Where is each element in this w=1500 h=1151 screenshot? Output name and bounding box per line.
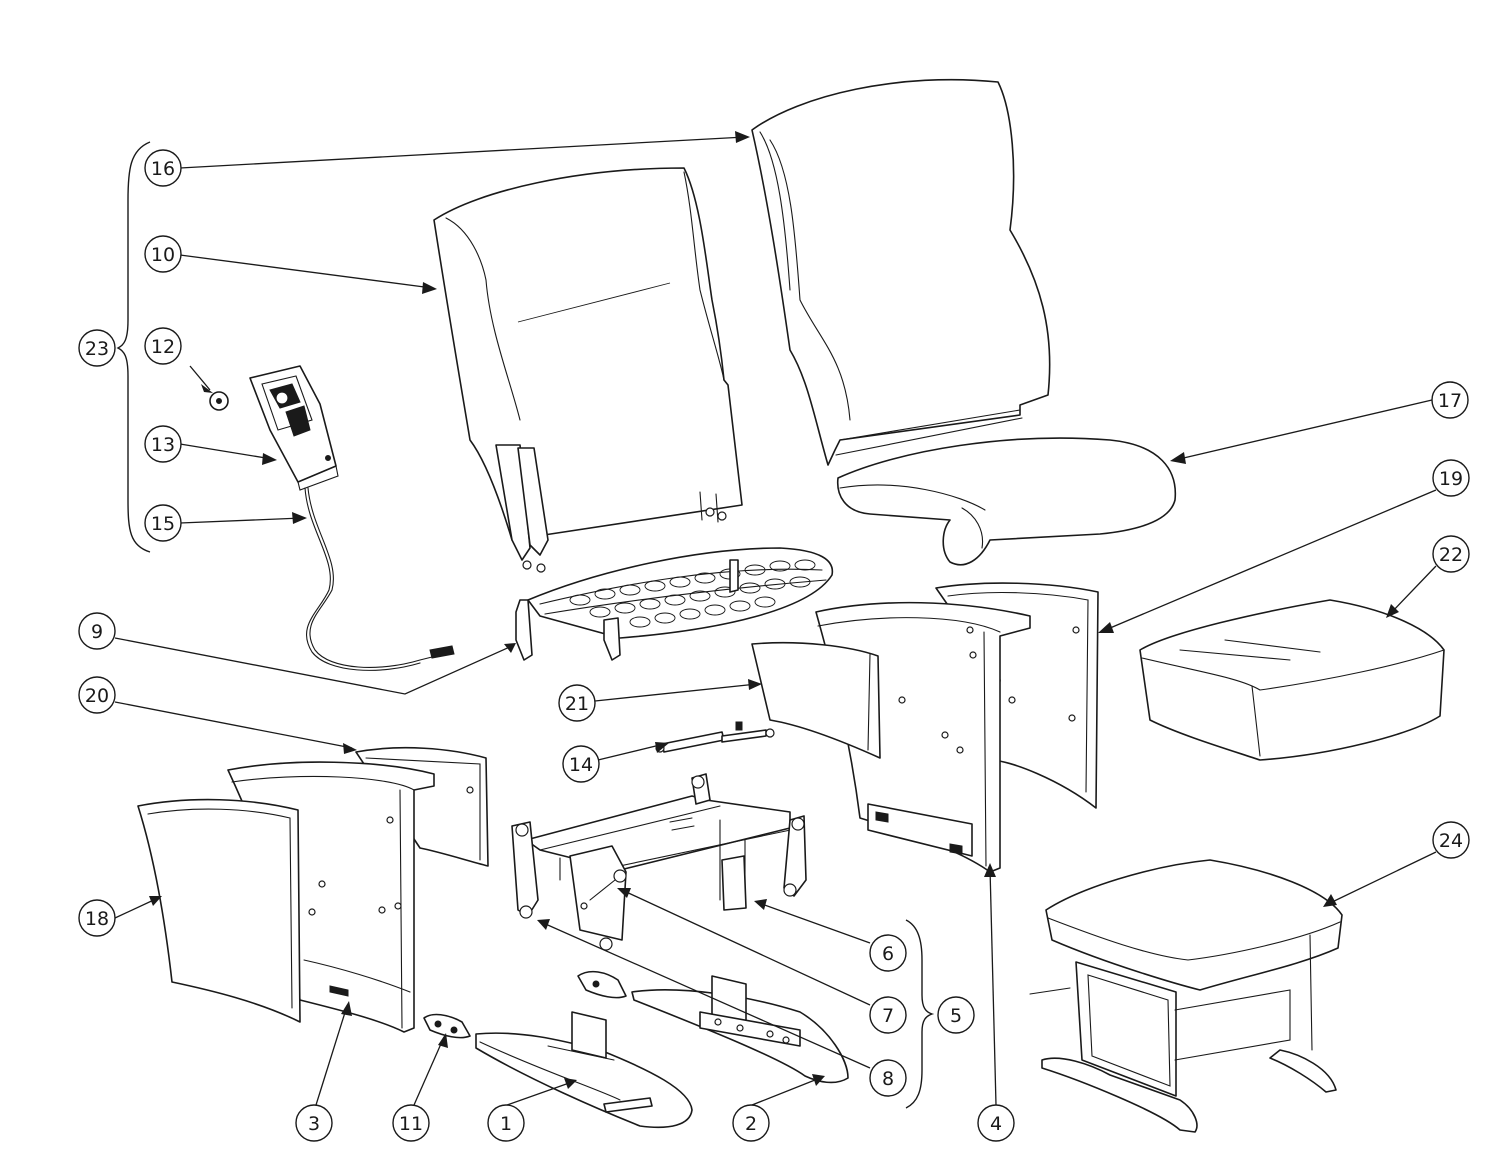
callout-7: 7 [869,996,907,1034]
callout-11-label: 11 [399,1113,423,1135]
callout-4-label: 4 [990,1113,1002,1135]
back-cushion [751,78,1051,466]
control-cable [304,487,455,671]
callout-13: 13 [144,425,182,463]
callout-12-label: 12 [151,336,175,358]
callout-19: 19 [1432,459,1470,497]
backrest-frame [433,167,743,573]
callout-16: 16 [144,149,182,187]
callout-18: 18 [78,899,116,937]
callout-17-label: 17 [1438,390,1462,412]
callout-7-label: 7 [882,1005,894,1027]
callout-3-label: 3 [308,1113,320,1135]
glider-runners [423,970,849,1129]
left-side-panel [137,746,489,1033]
assembly-23-bracket [116,141,151,553]
callout-17: 17 [1431,381,1469,419]
callout-10: 10 [144,235,182,273]
leader-lines [114,136,1437,1106]
callout-2-label: 2 [745,1113,757,1135]
callout-22: 22 [1432,535,1470,573]
callout-8-label: 8 [882,1068,894,1090]
assembly-5-bracket [905,919,935,1109]
callout-20: 20 [78,676,116,714]
callout-2: 2 [732,1104,770,1142]
callout-18-label: 18 [85,908,109,930]
callout-5-label: 5 [950,1005,962,1027]
callout-15: 15 [144,504,182,542]
callout-1-label: 1 [500,1113,512,1135]
seat-spring-frame [515,547,834,661]
callout-24: 24 [1432,821,1470,859]
glider-mechanism [511,721,807,951]
control-unit [249,365,339,491]
callout-23-label: 23 [85,338,109,360]
callout-19-label: 19 [1439,468,1463,490]
callout-14-label: 14 [569,754,593,776]
seat-cushion [836,437,1177,566]
ottoman-cushion [1139,599,1445,761]
callout-5: 5 [937,996,975,1034]
callout-21-label: 21 [565,693,589,715]
leader-arrowheads [149,131,1399,1089]
callout-23: 23 [78,329,116,367]
callout-6-label: 6 [882,943,894,965]
control-knob [209,391,229,411]
callout-12: 12 [144,327,182,365]
right-side-panel [751,582,1099,873]
callout-21: 21 [558,684,596,722]
callout-20-label: 20 [85,685,109,707]
callout-22-label: 22 [1439,544,1463,566]
callout-16-label: 16 [151,158,175,180]
callout-8: 8 [869,1059,907,1097]
callout-11: 11 [392,1104,430,1142]
callout-4: 4 [977,1104,1015,1142]
callout-24-label: 24 [1439,830,1463,852]
callout-15-label: 15 [151,513,175,535]
callout-1: 1 [487,1104,525,1142]
callout-10-label: 10 [151,244,175,266]
callout-13-label: 13 [151,434,175,456]
ottoman [1029,859,1343,1133]
callout-14: 14 [562,745,600,783]
callout-9: 9 [78,612,116,650]
callout-9-label: 9 [91,621,103,643]
callout-6: 6 [869,934,907,972]
callout-3: 3 [295,1104,333,1142]
